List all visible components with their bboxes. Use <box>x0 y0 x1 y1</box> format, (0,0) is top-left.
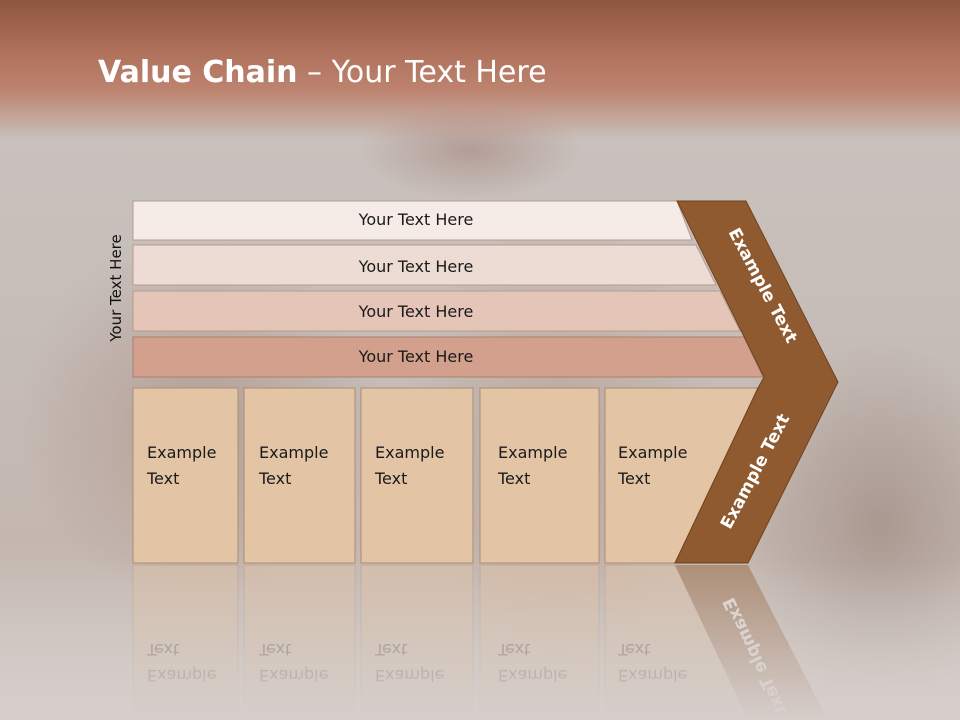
chevron-arrow <box>674 200 839 564</box>
box-4-line2: Text <box>497 469 530 488</box>
svg-text:Text: Text <box>617 640 650 659</box>
slide-title: Value Chain – Your Text Here <box>98 55 547 90</box>
box-3-line2: Text <box>374 469 407 488</box>
svg-text:Text: Text <box>497 640 530 659</box>
title-bold: Value Chain <box>98 55 298 90</box>
row-2-label: Your Text Here <box>358 257 474 276</box>
title-rest: – Your Text Here <box>297 55 547 90</box>
row-4-shape <box>132 336 764 378</box>
svg-text:Text: Text <box>374 640 407 659</box>
box-3-line1: Example <box>375 443 444 462</box>
box-4-line1: Example <box>498 443 567 462</box>
box-2-line1: Example <box>259 443 328 462</box>
box-5-line1: Example <box>618 443 687 462</box>
row-3-shape <box>132 290 741 332</box>
box-1-line2: Text <box>146 469 179 488</box>
row-2-shape <box>132 244 717 286</box>
svg-text:Example: Example <box>147 666 216 685</box>
svg-text:Text: Text <box>258 640 291 659</box>
svg-text:Text: Text <box>146 640 179 659</box>
title-bar <box>0 0 960 140</box>
svg-text:Example: Example <box>259 666 328 685</box>
svg-text:Example: Example <box>618 666 687 685</box>
row-1-label: Your Text Here <box>358 210 474 229</box>
box-2-line2: Text <box>258 469 291 488</box>
row-4-label: Your Text Here <box>358 347 474 366</box>
svg-text:Example: Example <box>375 666 444 685</box>
reflection: Example Text Example Text Example Text Exam… <box>132 564 828 720</box>
svg-text:Example: Example <box>498 666 567 685</box>
box-3-shape <box>360 387 474 564</box>
box-5-line2: Text <box>617 469 650 488</box>
box-1-shape <box>132 387 239 564</box>
box-4-shape <box>479 387 600 564</box>
box-1-line1: Example <box>147 443 216 462</box>
box-2-shape <box>243 387 356 564</box>
row-1-shape <box>132 200 693 241</box>
row-3-label: Your Text Here <box>358 302 474 321</box>
